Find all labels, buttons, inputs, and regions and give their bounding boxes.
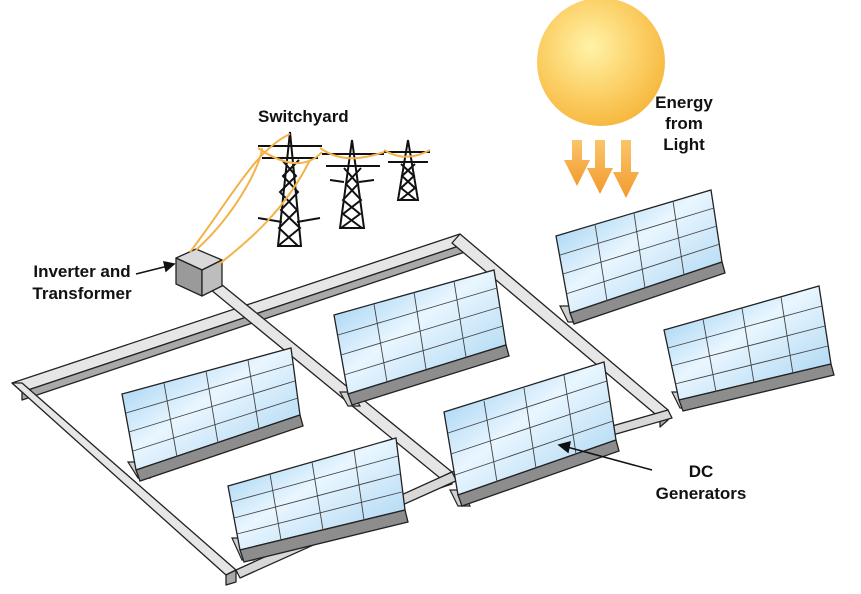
inverter-pointer xyxy=(135,261,176,275)
solar-panel xyxy=(443,361,620,507)
dc-generators-label: DC Generators xyxy=(656,462,747,503)
inverter-transformer-box xyxy=(175,248,223,297)
solar-panel xyxy=(663,285,835,412)
switchyard-label: Switchyard xyxy=(258,107,349,126)
sun-icon xyxy=(537,0,665,126)
transmission-tower xyxy=(384,139,430,201)
svg-text:from: from xyxy=(665,114,703,133)
solar-panel xyxy=(227,437,409,563)
svg-text:Inverter and: Inverter and xyxy=(33,262,130,281)
svg-text:Light: Light xyxy=(663,135,705,154)
solar-panel xyxy=(333,269,510,406)
inverter-transformer-label: Inverter and Transformer xyxy=(32,262,132,303)
down-arrow-icon xyxy=(613,140,639,198)
down-arrow-icon xyxy=(564,140,590,186)
light-arrows xyxy=(564,140,639,198)
svg-text:Generators: Generators xyxy=(656,484,747,503)
dc-generators-pointer xyxy=(557,440,653,471)
energy-from-light-label: Energy from Light xyxy=(655,93,713,154)
svg-text:Transformer: Transformer xyxy=(32,284,132,303)
power-lines xyxy=(189,133,431,266)
solar-panel xyxy=(555,189,726,325)
svg-text:Energy: Energy xyxy=(655,93,713,112)
transmission-tower xyxy=(257,131,322,247)
svg-text:DC: DC xyxy=(689,462,714,481)
down-arrow-icon xyxy=(587,140,613,194)
solar-panel xyxy=(121,347,304,482)
